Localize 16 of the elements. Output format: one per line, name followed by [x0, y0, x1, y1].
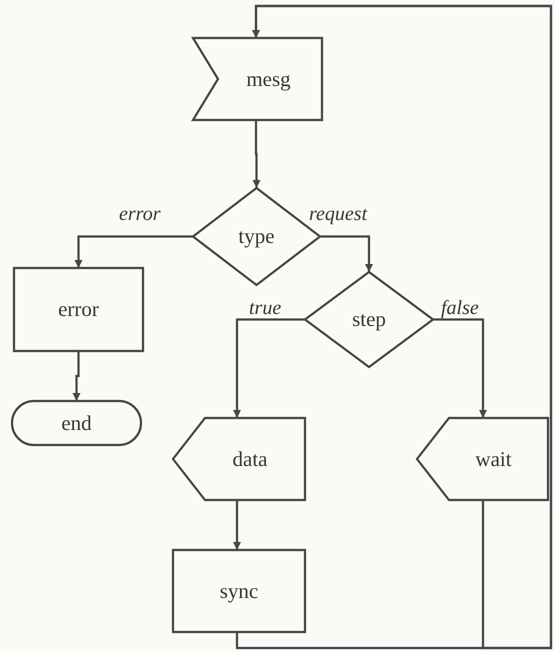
node-label: data: [232, 446, 268, 472]
arrow: [233, 318, 305, 418]
node-label: error: [58, 297, 99, 322]
arrow: [252, 120, 260, 188]
node-label: sync: [220, 578, 258, 604]
arrow: [74, 235, 193, 268]
arrow: [433, 318, 487, 418]
arrow: [233, 500, 241, 550]
edge-label: false: [440, 298, 480, 318]
arrow: [72, 351, 80, 401]
node-label: wait: [475, 446, 512, 472]
node-label: end: [61, 410, 92, 436]
node-label: type: [238, 224, 275, 249]
node-label: mesg: [246, 66, 291, 92]
arrow: [320, 235, 373, 272]
node-label: step: [352, 307, 386, 332]
